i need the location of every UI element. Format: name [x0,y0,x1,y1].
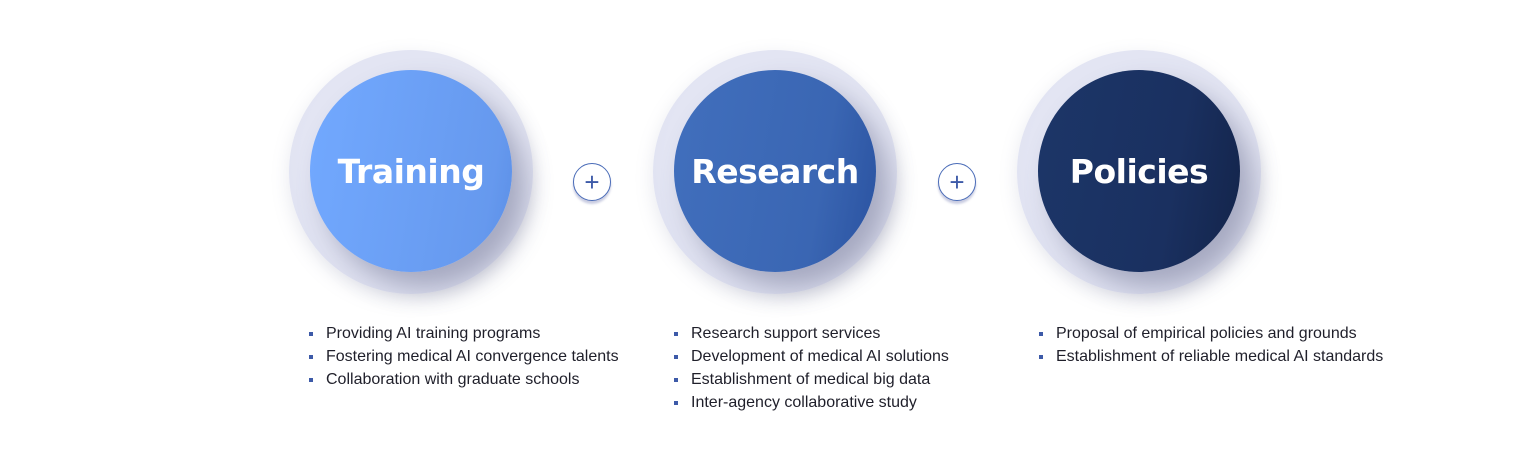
list-item: Fostering medical AI convergence talents [309,345,619,368]
list-item: Providing AI training programs [309,322,619,345]
policies-inner: Policies [1038,70,1240,272]
list-item: Development of medical AI solutions [674,345,949,368]
research-title: Research [691,151,859,191]
training-inner: Training [310,70,512,272]
plus-icon: + [938,163,976,201]
list-item: Inter-agency collaborative study [674,391,949,414]
training-title: Training [337,151,485,191]
list-item: Proposal of empirical policies and groun… [1039,322,1383,345]
research-list: Research support services Development of… [674,322,949,414]
list-item: Collaboration with graduate schools [309,368,619,391]
policies-title: Policies [1069,151,1209,191]
training-circle: Training [289,50,533,294]
list-item: Establishment of reliable medical AI sta… [1039,345,1383,368]
research-inner: Research [674,70,876,272]
training-list: Providing AI training programs Fostering… [309,322,619,391]
research-circle: Research [653,50,897,294]
plus-icon: + [573,163,611,201]
list-item: Research support services [674,322,949,345]
policies-circle: Policies [1017,50,1261,294]
list-item: Establishment of medical big data [674,368,949,391]
policies-list: Proposal of empirical policies and groun… [1039,322,1383,368]
